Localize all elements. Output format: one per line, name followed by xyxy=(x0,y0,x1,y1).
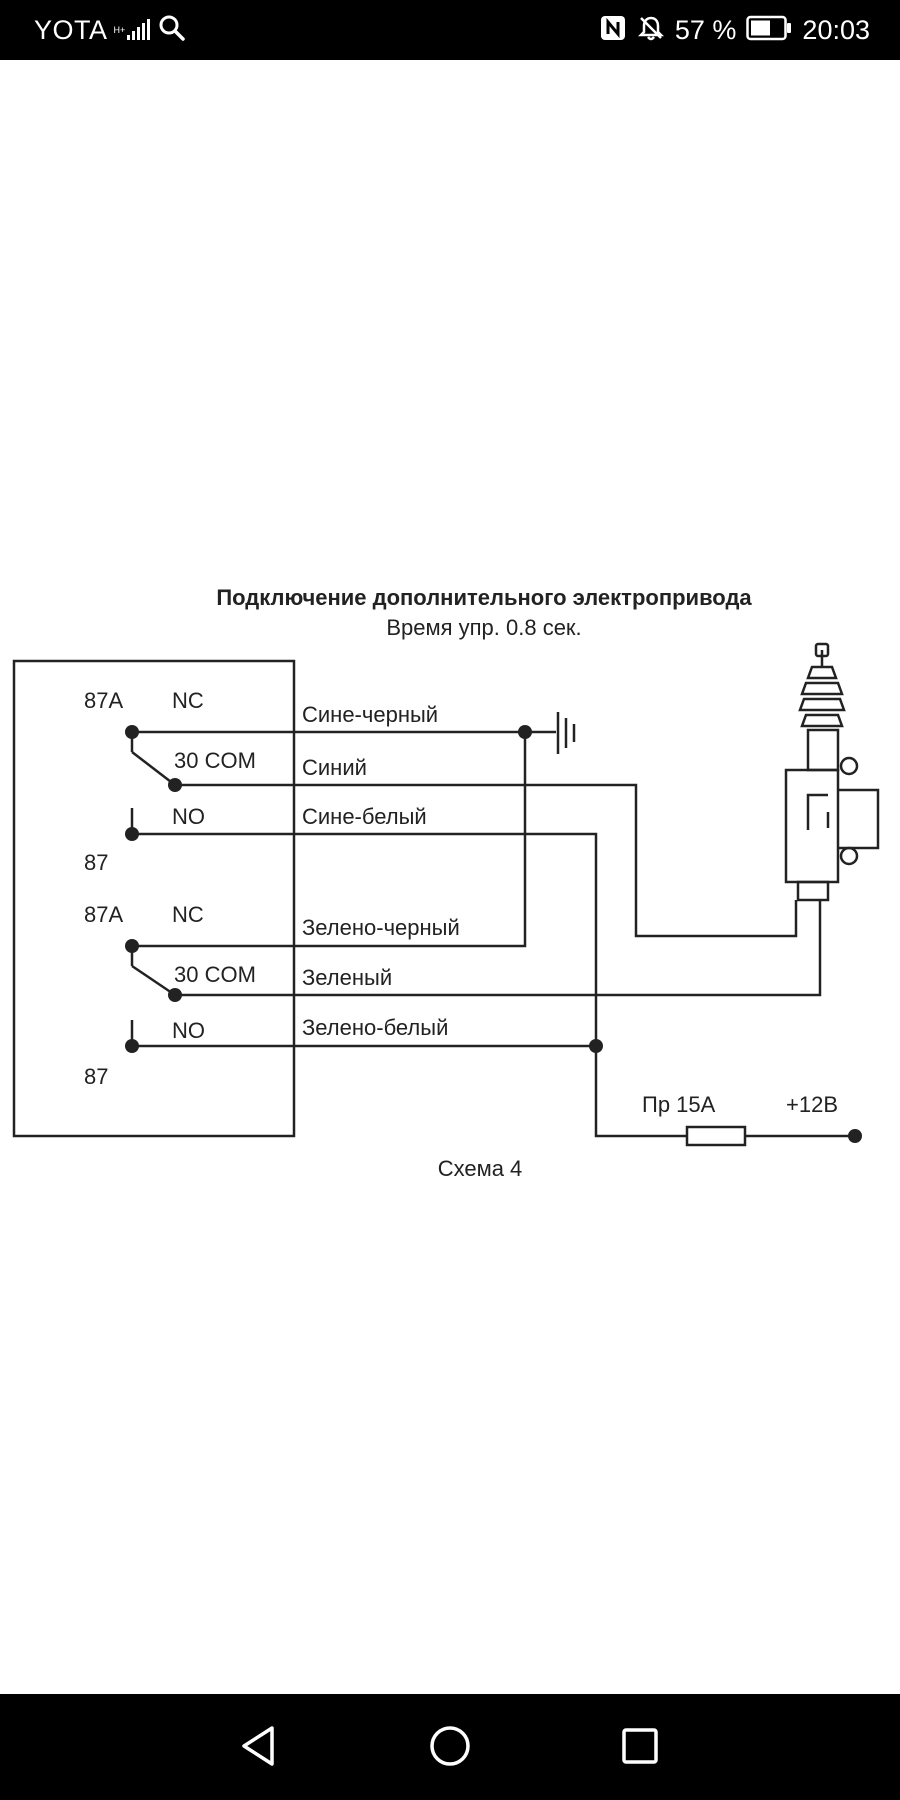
wiring-diagram: Подключение дополнительного электроприво… xyxy=(12,585,880,1181)
relay1-no-label: NO xyxy=(172,804,205,829)
battery-icon xyxy=(746,15,792,46)
navigation-bar xyxy=(0,1694,900,1800)
relay1-com-label: 30 COM xyxy=(174,748,256,773)
wire-label-blue: Синий xyxy=(302,755,367,780)
relay1-nc-pin: 87A xyxy=(84,688,123,713)
wire-label-green-black: Зелено-черный xyxy=(302,915,460,940)
relay2-com-label: 30 COM xyxy=(174,962,256,987)
wire-label-blue-black: Сине-черный xyxy=(302,702,438,727)
wire-label-green-white: Зелено-белый xyxy=(302,1015,448,1040)
relay2-nc-label: NC xyxy=(172,902,204,927)
back-icon[interactable] xyxy=(228,1716,288,1776)
fuse xyxy=(685,1125,747,1147)
diagram-caption: Схема 4 xyxy=(438,1156,523,1181)
junction-dots xyxy=(125,725,862,1143)
image-viewer[interactable]: Подключение дополнительного электроприво… xyxy=(0,60,900,1694)
relay2-no-label: NO xyxy=(172,1018,205,1043)
network-type: H+ xyxy=(113,24,126,35)
home-icon[interactable] xyxy=(420,1716,480,1776)
signal-icon: H+ xyxy=(114,19,150,41)
diagram-title: Подключение дополнительного электроприво… xyxy=(216,585,752,610)
battery-percent: 57 % xyxy=(674,14,737,45)
relay1-no-pin: 87 xyxy=(84,850,108,875)
wire-power xyxy=(594,1046,687,1138)
relay-block xyxy=(12,659,296,1138)
wire-green xyxy=(175,900,822,997)
relay2-nc-pin: 87A xyxy=(84,902,123,927)
wire-blue-white xyxy=(132,832,598,1046)
fuse-label: Пр 15А xyxy=(642,1092,716,1117)
nfc-icon xyxy=(599,14,627,47)
bell-off-icon xyxy=(637,14,665,47)
relay1-nc-label: NC xyxy=(172,688,204,713)
search-icon[interactable] xyxy=(158,14,186,47)
wire-blue xyxy=(175,783,798,938)
wire-green-black xyxy=(132,732,527,948)
recents-icon[interactable] xyxy=(610,1716,670,1776)
wire-label-blue-white: Сине-белый xyxy=(302,804,427,829)
status-bar: YOTA H+ xyxy=(0,0,900,60)
carrier-name: YOTA xyxy=(34,14,108,45)
wire-label-green: Зеленый xyxy=(302,965,392,990)
relay2-no-pin: 87 xyxy=(84,1064,108,1089)
actuator xyxy=(784,642,880,902)
power-label: +12В xyxy=(786,1092,838,1117)
clock: 20:03 xyxy=(802,14,870,45)
diagram-subtitle: Время упр. 0.8 сек. xyxy=(386,615,581,640)
